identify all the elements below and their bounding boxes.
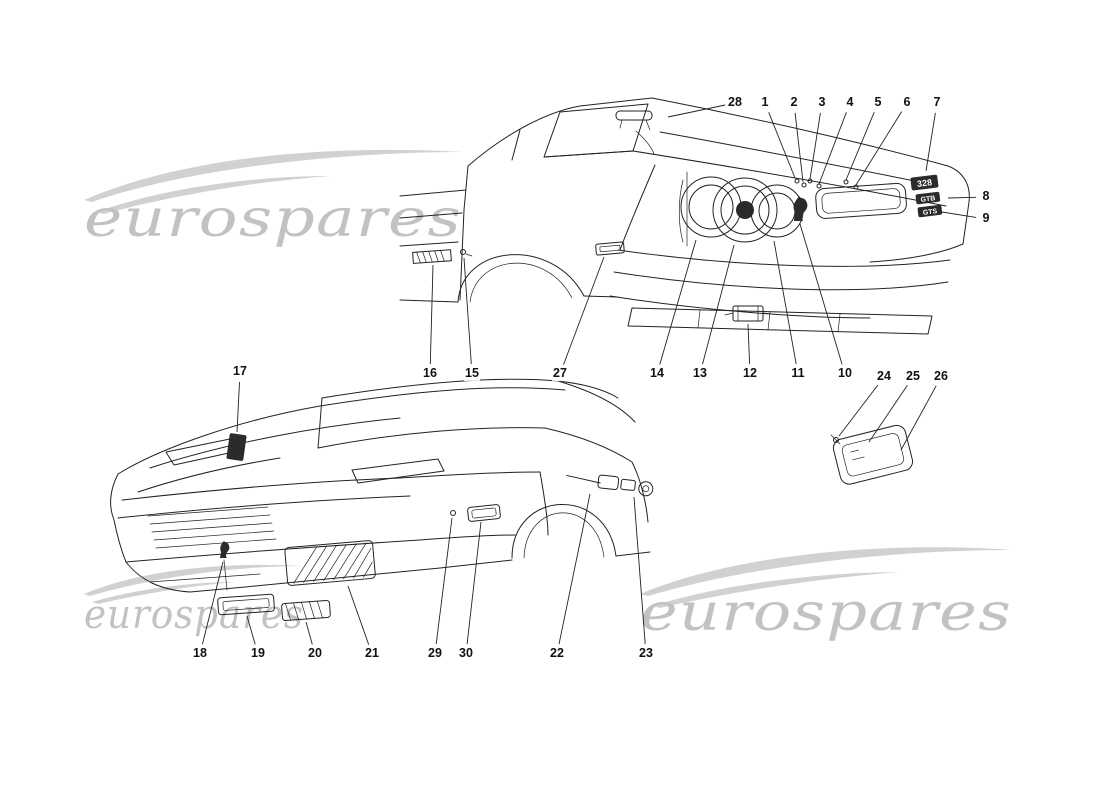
front-lamp-unit <box>284 540 376 586</box>
part-callout-25: 25 <box>905 369 921 384</box>
part-callout-2: 2 <box>789 95 799 110</box>
prancing-horse-icon <box>793 196 808 221</box>
part-callout-21: 21 <box>364 646 380 661</box>
trim-badge-gts: GTS <box>917 204 943 218</box>
rocker-moulding <box>627 307 933 335</box>
part-callout-11: 11 <box>790 366 806 381</box>
part-callout-6: 6 <box>902 95 912 110</box>
leader-line-8 <box>947 196 977 199</box>
svg-text:328: 328 <box>916 177 932 189</box>
leader-line-24 <box>838 384 879 437</box>
part-callout-15: 15 <box>464 366 480 381</box>
leader-line-28 <box>667 104 726 118</box>
lower-lamp-part <box>281 600 331 621</box>
plate-gasket-part <box>830 424 914 485</box>
hood-badge <box>226 433 247 461</box>
side-marker-rear-quarter <box>595 241 625 256</box>
part-callout-4: 4 <box>845 95 855 110</box>
part-callout-22: 22 <box>549 646 565 661</box>
part-callout-30: 30 <box>458 646 474 661</box>
leader-line-5 <box>845 112 875 181</box>
leader-line-1 <box>768 112 796 179</box>
part-callout-26: 26 <box>933 369 949 384</box>
side-marker-screw <box>460 249 473 257</box>
watermark-text: eurospares <box>84 189 462 249</box>
leader-line-16 <box>429 264 434 365</box>
watermark-top-left: eurospares <box>84 149 464 249</box>
front-car-drawing <box>110 378 654 621</box>
leader-line-30 <box>466 521 482 645</box>
part-callout-3: 3 <box>817 95 827 110</box>
part-callout-28: 28 <box>727 95 743 110</box>
leader-line-23 <box>633 496 646 645</box>
leader-line-14 <box>659 239 697 365</box>
part-callout-8: 8 <box>981 189 991 204</box>
leader-line-4 <box>818 112 847 185</box>
leader-lines-layer <box>201 104 977 645</box>
leader-line-20 <box>305 621 313 645</box>
part-callout-13: 13 <box>692 366 708 381</box>
leader-line-15 <box>463 257 472 365</box>
watermark-swoosh <box>84 564 302 596</box>
watermark-text: eurospares <box>640 583 1012 643</box>
leader-line-25 <box>868 385 908 443</box>
leader-line-17 <box>236 381 240 433</box>
part-callout-27: 27 <box>552 366 568 381</box>
part-callout-18: 18 <box>192 646 208 661</box>
lower-trim-part <box>217 593 275 616</box>
side-marker-front <box>467 504 501 522</box>
leader-line-12 <box>747 323 751 365</box>
watermark-bottom-right: eurospares <box>640 547 1012 643</box>
part-callout-14: 14 <box>649 366 665 381</box>
watermark-swoosh <box>640 547 1012 596</box>
part-callout-19: 19 <box>250 646 266 661</box>
part-callout-1: 1 <box>760 95 770 110</box>
leader-line-2 <box>794 112 804 183</box>
part-callout-9: 9 <box>981 211 991 226</box>
leader-line-13 <box>702 244 735 365</box>
part-callout-16: 16 <box>422 366 438 381</box>
side-marker-screw <box>450 510 456 516</box>
leader-line-6 <box>855 111 903 186</box>
model-badge-328: 328 <box>910 174 939 191</box>
part-callout-24: 24 <box>876 369 892 384</box>
leader-line-18 <box>201 561 224 645</box>
rear-grille-plate <box>815 182 907 219</box>
leader-line-26 <box>900 385 937 451</box>
part-callout-12: 12 <box>742 366 758 381</box>
leader-line-3 <box>809 112 821 180</box>
watermark-swoosh <box>92 582 235 604</box>
part-callout-5: 5 <box>873 95 883 110</box>
svg-text:GTS: GTS <box>922 208 937 217</box>
watermark-bottom-left: eurospares <box>84 564 304 638</box>
trim-badge-gtb: GTB <box>915 191 941 205</box>
leader-line-9 <box>941 211 977 218</box>
part-callout-10: 10 <box>837 366 853 381</box>
watermark-text: eurospares <box>84 592 304 638</box>
under-bumper-part <box>724 305 772 322</box>
part-callout-17: 17 <box>232 364 248 379</box>
leader-line-29 <box>435 517 453 645</box>
part-callout-29: 29 <box>427 646 443 661</box>
part-callout-20: 20 <box>307 646 323 661</box>
side-marker-left <box>412 249 452 264</box>
svg-text:GTB: GTB <box>920 195 936 204</box>
leader-line-10 <box>799 223 843 365</box>
tail-lamp-assembly <box>678 171 804 247</box>
watermark-swoosh <box>84 149 464 202</box>
part-callout-7: 7 <box>932 95 942 110</box>
part-callout-23: 23 <box>638 646 654 661</box>
prancing-horse-icon <box>220 541 230 558</box>
door-handle-parts <box>566 474 654 497</box>
leader-line-21 <box>347 585 370 645</box>
roof-moulding-part <box>615 110 655 155</box>
leader-line-19 <box>246 615 256 645</box>
leader-line-11 <box>773 240 797 365</box>
leader-line-27 <box>563 256 605 365</box>
rear-car-drawing: 328 GTB GTS <box>399 97 970 335</box>
leader-line-7 <box>925 112 936 172</box>
leader-line-22 <box>558 493 591 645</box>
